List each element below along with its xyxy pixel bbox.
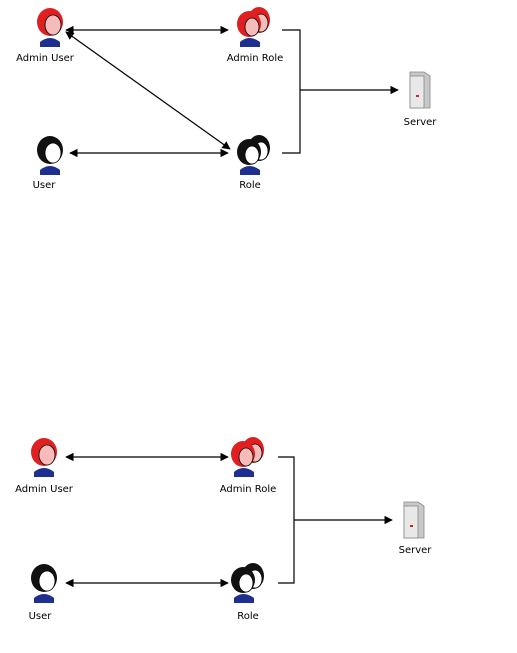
- diagram-2-edges: [65, 452, 393, 588]
- diagram-1: Admin User Admin Role User: [16, 7, 437, 191]
- admin-role-label: Admin Role: [220, 484, 277, 495]
- server-icon: [403, 501, 425, 539]
- admin-role-label: Admin Role: [227, 53, 284, 64]
- admin-user-node: Admin User: [16, 8, 75, 64]
- admin-user-node: Admin User: [15, 438, 74, 495]
- person-icon: [37, 8, 63, 47]
- user-node: User: [29, 564, 57, 622]
- diagram-1-edges: [65, 25, 399, 158]
- admin-role-node: Admin Role: [220, 437, 277, 495]
- user-node: User: [33, 136, 63, 191]
- person-icon: [37, 136, 63, 175]
- person-icon: [31, 438, 57, 477]
- server-icon: [409, 71, 431, 109]
- group-icon: [237, 7, 270, 47]
- admin-role-node: Admin Role: [227, 7, 284, 64]
- admin-user-label: Admin User: [15, 484, 74, 495]
- server-label: Server: [404, 117, 438, 128]
- bracket-roles-to-server: [282, 29, 301, 154]
- person-icon: [31, 564, 57, 603]
- admin-user-label: Admin User: [16, 53, 75, 64]
- diagram-2: Admin User Admin Role User: [15, 437, 432, 622]
- bracket-roles-to-server: [278, 456, 295, 584]
- role-label: Role: [239, 180, 261, 191]
- server-node: Server: [399, 501, 433, 556]
- edge-admin-user-to-role: [65, 31, 231, 150]
- group-icon: [231, 437, 264, 477]
- role-node: Role: [237, 135, 270, 191]
- user-label: User: [33, 180, 57, 191]
- server-label: Server: [399, 545, 433, 556]
- role-node: Role: [231, 563, 264, 622]
- role-label: Role: [237, 611, 259, 622]
- group-icon: [237, 135, 270, 175]
- group-icon: [231, 563, 264, 603]
- user-label: User: [29, 611, 53, 622]
- server-node: Server: [404, 71, 438, 128]
